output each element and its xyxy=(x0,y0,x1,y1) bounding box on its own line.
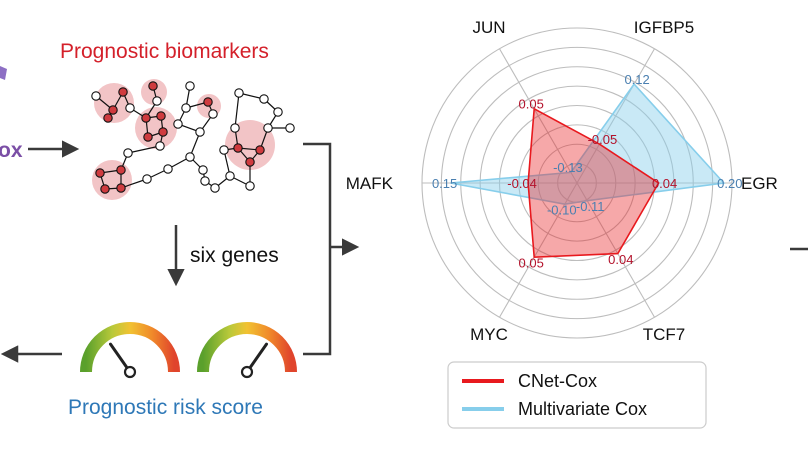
network-node xyxy=(163,164,173,174)
network-node xyxy=(173,119,183,129)
network-node xyxy=(285,123,295,133)
network-node xyxy=(123,148,133,158)
network-node xyxy=(245,181,255,191)
biomarker-node xyxy=(143,132,153,142)
radar-axis-label: EGR xyxy=(741,174,778,193)
network-node xyxy=(91,91,101,101)
network-node xyxy=(219,145,229,155)
network-node xyxy=(152,96,162,106)
radar-value-label: 0.04 xyxy=(608,252,633,267)
gauge-arc xyxy=(80,322,180,373)
radar-spoke xyxy=(499,182,578,318)
radar-axis-label: TCF7 xyxy=(643,325,686,344)
gauge-arc xyxy=(197,322,297,373)
risk-gauge-2 xyxy=(197,322,297,379)
network-node xyxy=(185,152,195,162)
radar-axis-label: MAFK xyxy=(346,174,394,193)
biomarker-node xyxy=(233,143,243,153)
legend-label-cnet-cox: CNet-Cox xyxy=(518,371,597,391)
risk-gauge-1 xyxy=(80,322,180,379)
biomarker-node xyxy=(116,183,126,193)
step-label: six genes xyxy=(190,244,279,267)
radar-value-label: 0.15 xyxy=(432,176,457,191)
network-node xyxy=(155,141,165,151)
radar-value-label: 0.12 xyxy=(624,72,649,87)
gauge-hub xyxy=(123,365,137,379)
network-edge xyxy=(127,145,161,154)
network-node xyxy=(195,127,205,137)
biomarker-cluster xyxy=(135,107,177,149)
radar-value-label: -0.11 xyxy=(576,199,605,214)
radar-spoke xyxy=(576,182,655,318)
radar-value-label: -0.04 xyxy=(507,176,537,191)
radar-series-cnet-cox xyxy=(527,107,660,259)
biomarker-node xyxy=(156,111,166,121)
radar-axis-label: IGFBP5 xyxy=(634,18,694,37)
bracket-connector xyxy=(303,142,332,356)
network-node xyxy=(273,107,283,117)
network-node xyxy=(234,88,244,98)
biomarker-node xyxy=(108,105,118,115)
network-node xyxy=(185,81,195,91)
biomarker-node xyxy=(141,113,151,123)
network-node xyxy=(125,103,135,113)
radar-value-label: 0.05 xyxy=(519,97,544,112)
biomarkers-title: Prognostic biomarkers xyxy=(60,40,269,63)
radar-spoke xyxy=(499,48,578,184)
network-node xyxy=(210,183,220,193)
network-node xyxy=(225,171,235,181)
workflow-panel: ox Prognostic biomarkers six genes Progn… xyxy=(0,40,360,419)
biomarker-node xyxy=(148,81,158,91)
biomarker-cluster xyxy=(92,160,132,200)
network-node xyxy=(263,123,273,133)
biomarker-cluster xyxy=(225,120,275,170)
radar-axis-label: JUN xyxy=(472,18,505,37)
biomarker-node xyxy=(95,168,105,178)
radar-value-label: -0.10 xyxy=(547,202,577,217)
clipped-method-label: ox xyxy=(0,139,23,162)
network-edge xyxy=(234,92,240,129)
network-node xyxy=(181,103,191,113)
legend-frame xyxy=(447,361,707,429)
network-node xyxy=(259,94,269,104)
legend-label-multivariate-cox: Multivariate Cox xyxy=(518,399,647,419)
biomarker-node xyxy=(245,157,255,167)
biomarker-node xyxy=(100,184,110,194)
gauge-hub xyxy=(240,365,254,379)
radar-series-multivariate-cox xyxy=(450,82,726,206)
radar-chart: -0.05 0.05 -0.04 0.05 0.04 0.04 0.12 -0.13 0.15 -… xyxy=(346,18,778,344)
radar-value-label: -0.13 xyxy=(553,160,583,175)
gene-network xyxy=(91,79,295,200)
biomarker-node xyxy=(116,165,126,175)
network-node xyxy=(198,165,208,175)
biomarker-node xyxy=(103,113,113,123)
network-node xyxy=(230,123,240,133)
network-node xyxy=(200,176,210,186)
biomarker-node xyxy=(158,127,168,137)
radar-spoke xyxy=(576,48,655,184)
network-node xyxy=(208,109,218,119)
radar-value-label: 0.05 xyxy=(519,255,544,270)
radar-axis-label: MYC xyxy=(470,325,508,344)
radar-value-label: -0.05 xyxy=(588,132,618,147)
radar-value-label: 0.04 xyxy=(652,176,677,191)
biomarker-node xyxy=(255,145,265,155)
radar-value-label: 0.20 xyxy=(717,176,742,191)
network-node xyxy=(142,174,152,184)
radar-legend: CNet-Cox Multivariate Cox xyxy=(447,361,707,429)
clipped-purple-icon xyxy=(0,66,7,80)
biomarker-node xyxy=(203,97,213,107)
risk-title: Prognostic risk score xyxy=(68,396,263,419)
biomarker-node xyxy=(118,87,128,97)
